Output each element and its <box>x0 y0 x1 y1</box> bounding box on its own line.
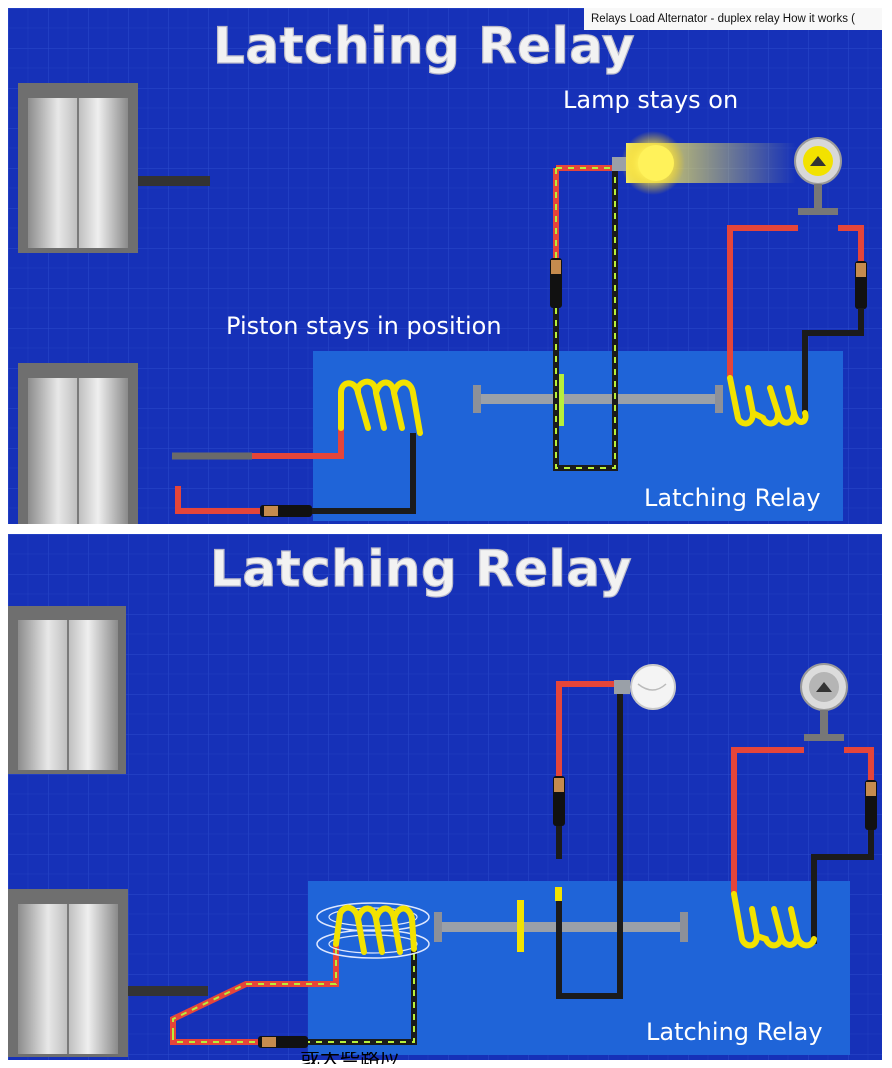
panel-lamp-on: Latching Relay Lamp stays on Piston stay… <box>8 8 882 524</box>
left-coil <box>338 378 423 436</box>
subtitle-fragment: 或大些路应 <box>300 1052 400 1064</box>
right-coil <box>731 891 817 949</box>
fuse-icon <box>260 505 312 517</box>
diagram-title: Latching Relay <box>210 540 632 598</box>
latching-relay-diagram-on: Latching Relay Lamp stays on Piston stay… <box>8 8 882 524</box>
fuse-icon <box>865 780 877 830</box>
right-coil <box>727 375 809 427</box>
left-coil <box>316 902 430 959</box>
relay-label: Latching Relay <box>644 484 821 512</box>
elevator-door-icon <box>8 606 126 774</box>
elevator-door-icon <box>18 83 210 253</box>
fuse-icon <box>855 261 867 309</box>
relay-housing <box>313 351 843 521</box>
diagram-title: Latching Relay <box>213 17 635 75</box>
piston-caption: Piston stays in position <box>226 312 502 340</box>
fuse-icon <box>553 776 565 826</box>
relay-label: Latching Relay <box>646 1018 823 1046</box>
fuse-icon <box>258 1036 308 1048</box>
lamp-caption: Lamp stays on <box>563 86 738 114</box>
light-bulb-icon <box>612 131 796 195</box>
latching-relay-diagram-off: Latching Relay Latching Relay <box>8 534 882 1060</box>
piston-rod <box>473 374 723 426</box>
push-button-icon[interactable] <box>800 663 848 741</box>
panel-lamp-off: Latching Relay Latching Relay <box>8 534 882 1060</box>
elevator-door-icon <box>18 363 138 524</box>
fuse-icon <box>550 258 562 308</box>
light-bulb-icon <box>614 664 676 710</box>
video-title-tag[interactable]: Relays Load Alternator - duplex relay Ho… <box>584 8 882 30</box>
elevator-door-icon <box>8 889 208 1057</box>
push-button-icon[interactable] <box>794 137 842 215</box>
